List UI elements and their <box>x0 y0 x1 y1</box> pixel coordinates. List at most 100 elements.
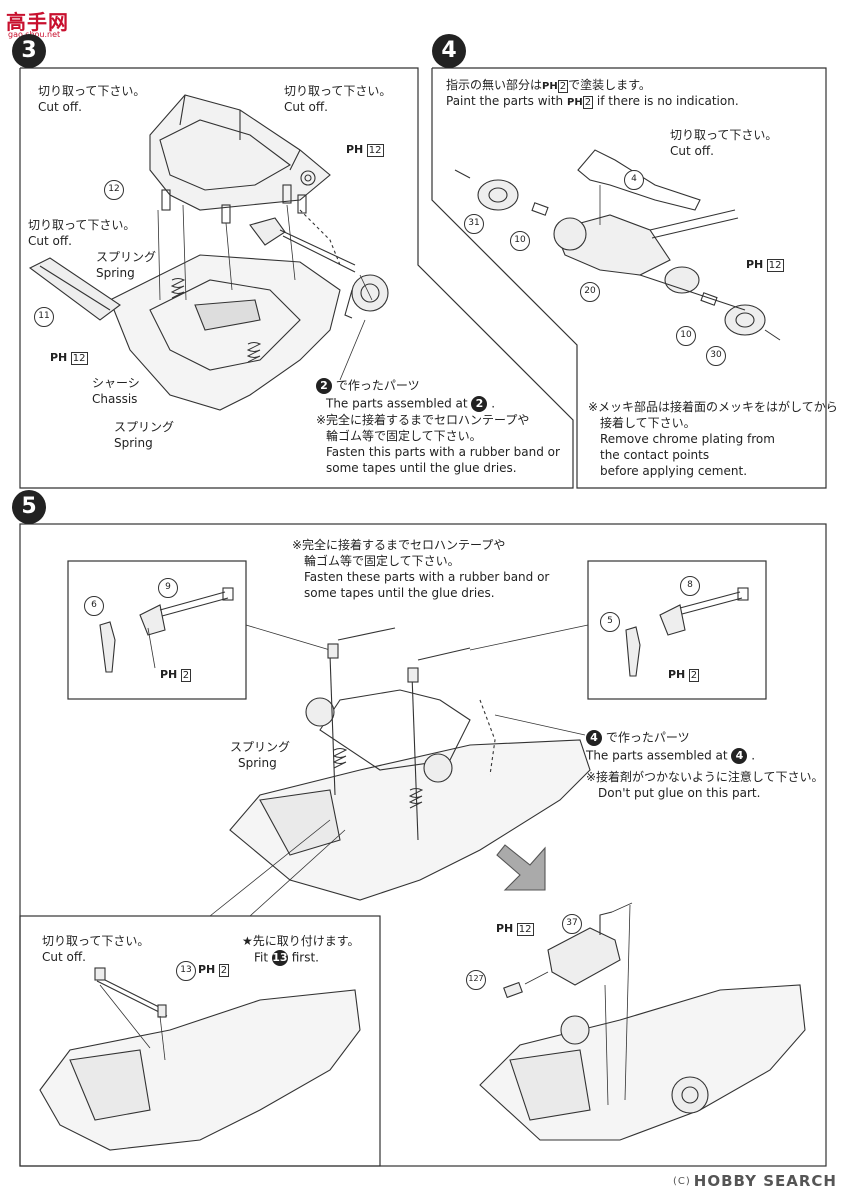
step3-cut-off-right-jp: 切り取って下さい。 <box>284 84 392 98</box>
step5-part-9-callout: 9 <box>158 578 178 598</box>
step3-cut-off-mid-jp: 切り取って下さい。 <box>28 218 136 232</box>
step4-paint-note-en-post: if there is no indication. <box>596 94 739 108</box>
step3-assembled-note: The parts assembled at 2 . <box>326 396 496 412</box>
step3-spring-bottom-jp: スプリング <box>114 420 175 434</box>
step5-ref-badge-en: 4 <box>731 748 748 764</box>
paint-code: PH <box>496 922 514 935</box>
paint-code: PH <box>198 963 216 976</box>
step4-chrome-jp1: ※メッキ部品は接着面のメッキをはがしてから <box>588 400 838 414</box>
step3-cut-off-left-jp: 切り取って下さい。 <box>38 84 146 98</box>
step5-no-glue-en: Don't put glue on this part. <box>598 786 761 800</box>
paint-code: PH <box>346 143 364 156</box>
paint-code: PH <box>668 668 686 681</box>
step3-fasten-jp1: ※完全に接着するまでセロハンテープや <box>316 413 530 427</box>
step5-part-5-callout: 5 <box>600 612 620 632</box>
step5-assembled-note: The parts assembled at 4 . <box>586 748 756 764</box>
step5-no-glue-jp: ※接着剤がつかないように注意して下さい。 <box>586 770 824 784</box>
step5-fasten-jp1: ※完全に接着するまでセロハンテープや <box>292 538 506 552</box>
paint-color-number: 12 <box>366 144 384 157</box>
step5-part-37-paint-label: PH 12 <box>496 922 534 936</box>
step3-fasten-en2: some tapes until the glue dries. <box>326 461 517 475</box>
step3-fasten-jp2: 輪ゴム等で固定して下さい。 <box>326 429 482 443</box>
step4-part-20-callout: 20 <box>580 282 600 302</box>
paint-code: PH <box>160 668 178 681</box>
step5-first-part-badge: 13 <box>271 950 288 966</box>
step3-number-badge: 3 <box>12 34 46 68</box>
step4-drawing <box>454 149 781 341</box>
step4-part-31-callout: 31 <box>464 214 484 234</box>
step3-assembled-en: The parts assembled at <box>326 396 468 411</box>
step5-assembled-en: The parts assembled at <box>586 748 728 763</box>
step4-part-4-callout: 4 <box>624 170 644 190</box>
step3-ref-badge-en: 2 <box>471 396 488 412</box>
step5-part-13-paint-label: PH 2 <box>198 963 230 977</box>
paint-color-number: 12 <box>516 923 534 936</box>
paint-code: PH <box>746 258 764 271</box>
paint-color-number: 2 <box>180 669 192 682</box>
step4-frame <box>431 67 827 489</box>
step5-made-in-jp: で作ったパーツ <box>605 730 690 745</box>
step5-part-8-callout: 8 <box>680 576 700 596</box>
step5-first-en-post: first. <box>291 950 319 965</box>
step5-left-inset <box>67 560 247 700</box>
watermark-text: HOBBY SEARCH <box>693 1172 837 1190</box>
step5-right-inset <box>587 560 767 700</box>
step3-cut-off-left-en: Cut off. <box>38 100 82 114</box>
step3-paint-label-left: PH 12 <box>50 351 88 365</box>
step3-frame <box>19 67 574 489</box>
paint-color-number: 12 <box>70 352 88 365</box>
step4-paint-note-en-pre: Paint the parts with <box>446 94 564 108</box>
step5-bottom-inset <box>19 915 381 1167</box>
step3-made-in-jp: で作ったパーツ <box>335 378 420 393</box>
step4-chrome-en1: Remove chrome plating from <box>600 432 775 446</box>
step5-part-127-callout: 127 <box>466 970 486 990</box>
step3-chassis-en: Chassis <box>92 392 138 406</box>
paint-color-number: 12 <box>766 259 784 272</box>
step5-spring-jp: スプリング <box>230 740 291 754</box>
paint-color-number: 2 <box>582 96 594 109</box>
step5-made-in-note: 4 で作ったパーツ <box>586 730 690 746</box>
step4-chrome-en3: before applying cement. <box>600 464 748 478</box>
step5-fasten-en1: Fasten these parts with a rubber band or <box>304 570 550 584</box>
step5-first-en-pre: Fit <box>254 950 269 965</box>
step4-paint-label: PH 12 <box>746 258 784 272</box>
site-logo: 高手网 <box>6 10 69 34</box>
step4-number-badge: 4 <box>432 34 466 68</box>
paint-color-number: 2 <box>688 669 700 682</box>
step3-drawing <box>28 94 389 411</box>
step5-part-37-callout: 37 <box>562 914 582 934</box>
step4-part-10a-callout: 10 <box>510 231 530 251</box>
step3-spring-top-jp: スプリング <box>96 250 157 264</box>
step5-ref-badge: 4 <box>586 730 602 746</box>
step3-cut-off-mid-en: Cut off. <box>28 234 72 248</box>
step4-chrome-jp2: 接着して下さい。 <box>600 416 696 430</box>
step3-fasten-en1: Fasten this parts with a rubber band or <box>326 445 560 459</box>
paint-color-number: 2 <box>557 80 569 93</box>
step5-frame <box>19 523 827 1167</box>
step5-drawing <box>39 587 806 1151</box>
step5-fasten-en2: some tapes until the glue dries. <box>304 586 495 600</box>
step5-part-13-callout: 13 <box>176 961 196 981</box>
paint-code: PH <box>566 97 583 108</box>
step5-cut-off-jp: 切り取って下さい。 <box>42 934 150 948</box>
step4-part-10b-callout: 10 <box>676 326 696 346</box>
step5-cut-off-en: Cut off. <box>42 950 86 964</box>
step5-fasten-jp2: 輪ゴム等で固定して下さい。 <box>304 554 460 568</box>
hobby-search-watermark: (C)HOBBY SEARCH <box>673 1172 837 1190</box>
step3-chassis-jp: シャーシ <box>92 376 140 390</box>
step3-cut-off-right-en: Cut off. <box>284 100 328 114</box>
step4-paint-note-jp-post: で塗装します。 <box>568 78 651 92</box>
paint-code: PH <box>542 81 558 92</box>
step4-part-30-callout: 30 <box>706 346 726 366</box>
step5-number-badge: 5 <box>12 490 46 524</box>
step3-part-12-callout: 12 <box>104 180 124 200</box>
step5-right-paint-label: PH 2 <box>668 668 700 682</box>
step5-first-jp: ★先に取り付けます。 <box>242 934 360 948</box>
step4-chrome-en2: the contact points <box>600 448 710 462</box>
step3-spring-bottom-en: Spring <box>114 436 153 450</box>
step3-part-11-callout: 11 <box>34 307 54 327</box>
watermark-copyright: (C) <box>672 1176 691 1187</box>
step3-paint-label: PH 12 <box>346 143 384 157</box>
